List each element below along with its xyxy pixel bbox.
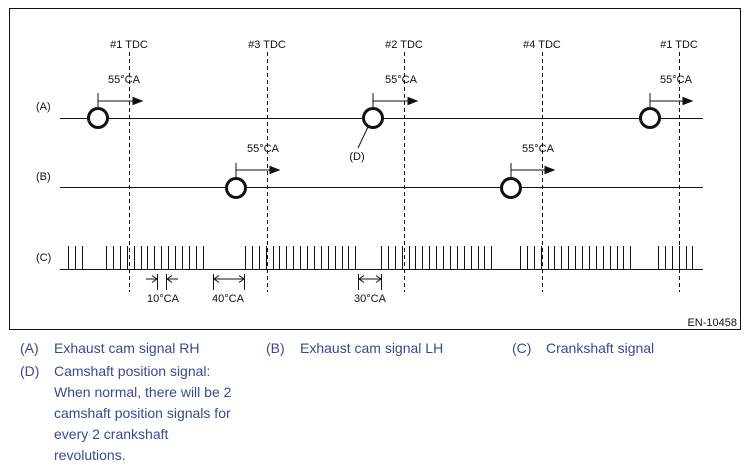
legend-text: Exhaust cam signal RH xyxy=(54,340,200,356)
figure-code: EN-10458 xyxy=(687,317,737,329)
legend-c: (C) Crankshaft signal xyxy=(512,338,654,359)
row-label-c: (C) xyxy=(36,252,51,264)
cam-pulse-b2 xyxy=(500,177,522,199)
legend-text: Crankshaft signal xyxy=(546,340,655,356)
tdc-label: #1 TDC xyxy=(110,39,148,51)
timing-diagram: #1 TDC #3 TDC #2 TDC #4 TDC #1 TDC (A) (… xyxy=(9,8,741,330)
legend-text-line: camshaft position signals for xyxy=(54,405,231,421)
legend-key: (B) xyxy=(266,340,285,356)
crank-teeth xyxy=(68,246,693,269)
angle-label: 55°CA xyxy=(660,74,693,86)
row-label-a: (A) xyxy=(36,101,51,113)
interval-label: 30°CA xyxy=(354,293,387,305)
interval-label: 10°CA xyxy=(147,293,180,305)
arrow-55ca xyxy=(649,93,694,107)
callout-leader xyxy=(357,126,369,149)
angle-label: 55°CA xyxy=(522,143,555,155)
arrow-55ca xyxy=(510,163,556,177)
diagram-frame xyxy=(9,8,741,330)
angle-label: 55°CA xyxy=(385,74,418,86)
cam-pulse-a2 xyxy=(362,107,384,129)
cam-pulse-a3 xyxy=(639,107,661,129)
legend-b: (B) Exhaust cam signal LH xyxy=(266,338,443,359)
tdc-label: #3 TDC xyxy=(248,39,286,51)
legend-key: (A) xyxy=(20,340,39,356)
interval-40ca xyxy=(213,274,245,290)
legend-text: Exhaust cam signal LH xyxy=(300,340,444,356)
tdc-label: #4 TDC xyxy=(523,39,561,51)
legend-a: (A) Exhaust cam signal RH xyxy=(20,338,200,359)
legend-text-line: revolutions. xyxy=(54,447,126,463)
cam-pulse-b1 xyxy=(225,177,247,199)
arrow-55ca xyxy=(97,93,144,107)
row-label-b: (B) xyxy=(36,171,51,183)
interval-30ca xyxy=(358,274,382,290)
legend-d: (D) Camshaft position signal: When norma… xyxy=(20,361,231,466)
legend-text-line: When normal, there will be 2 xyxy=(54,384,232,400)
angle-label: 55°CA xyxy=(247,143,280,155)
angle-label: 55°CA xyxy=(108,74,141,86)
callout-label: (D) xyxy=(349,151,364,163)
tdc-label: #1 TDC xyxy=(660,39,698,51)
interval-label: 40°CA xyxy=(212,293,245,305)
legend-text: Camshaft position signal: xyxy=(54,363,211,379)
legend-text-line: every 2 crankshaft xyxy=(54,426,169,442)
legend-text-block: Camshaft position signal: When normal, t… xyxy=(54,361,231,466)
interval-10ca xyxy=(146,274,178,290)
tdc-label: #2 TDC xyxy=(385,39,423,51)
legend-key: (D) xyxy=(20,363,40,379)
arrow-55ca xyxy=(235,163,281,177)
arrow-55ca xyxy=(372,93,419,107)
cam-pulse-a1 xyxy=(87,107,109,129)
legend-key: (C) xyxy=(512,340,532,356)
